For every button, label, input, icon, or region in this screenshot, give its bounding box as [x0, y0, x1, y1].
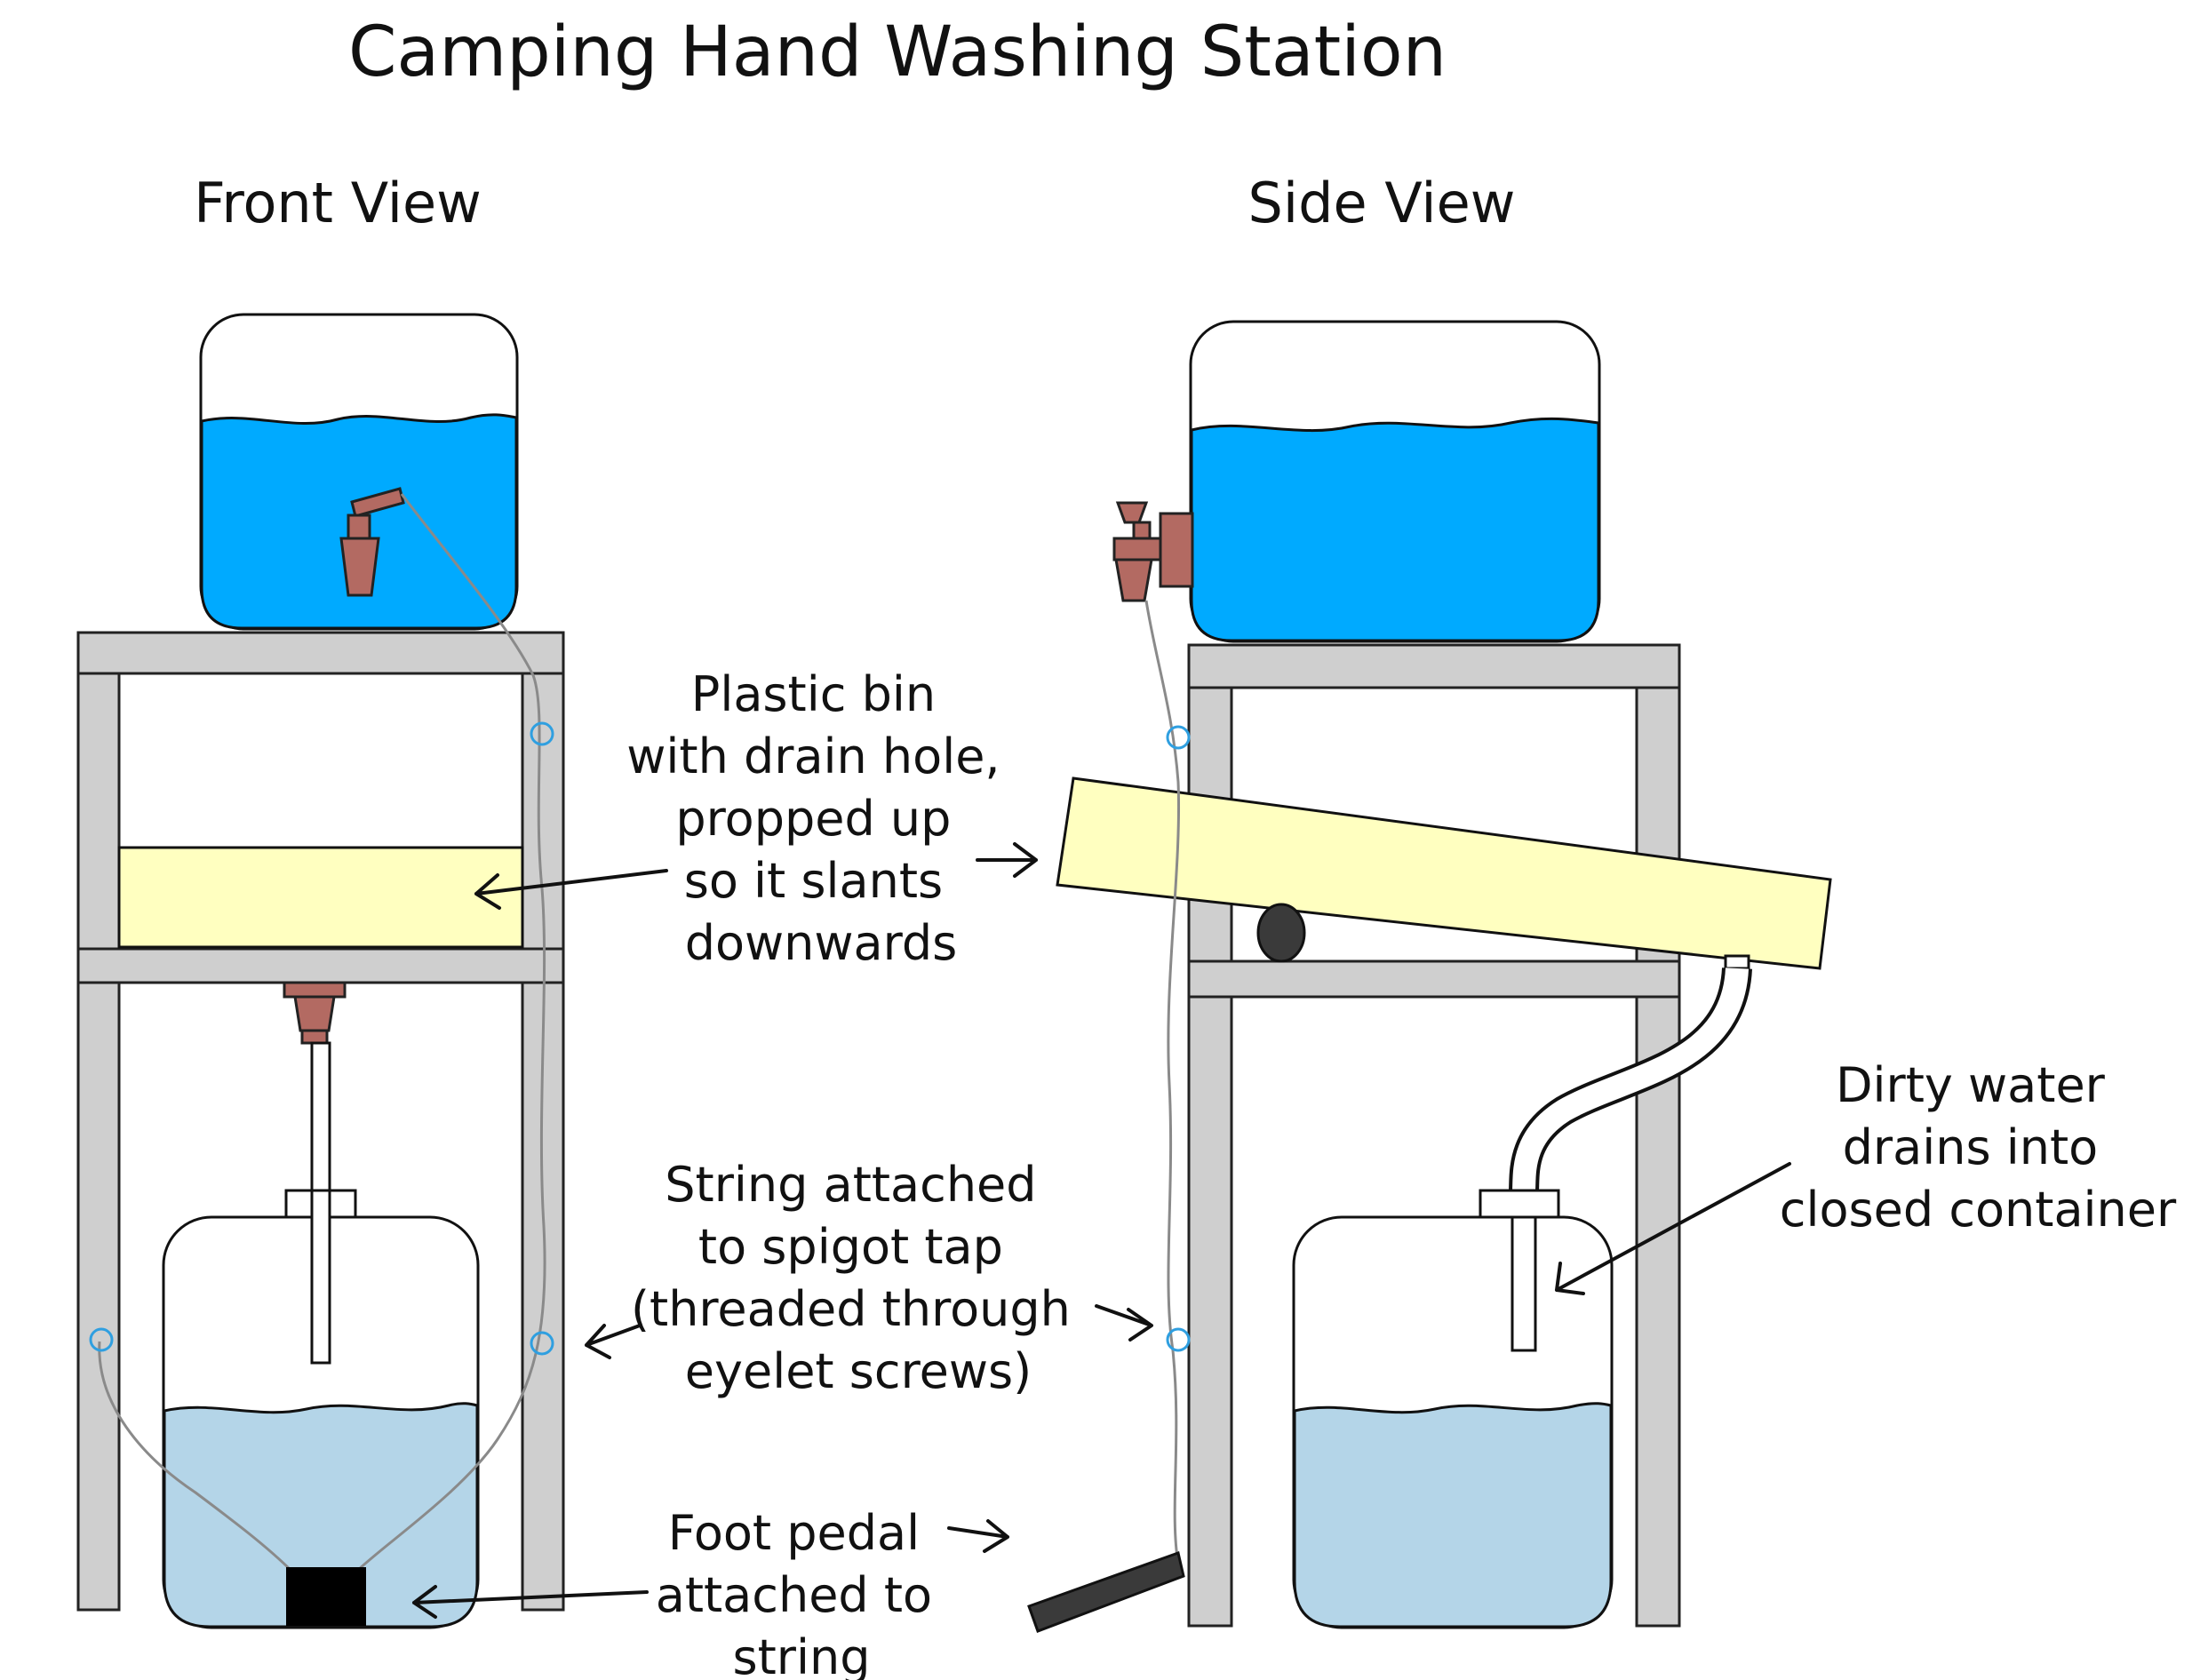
side-eyelet-lower: [1166, 1327, 1191, 1352]
side-top-water-jug: [1189, 320, 1601, 643]
side-view: [1027, 320, 1832, 1633]
side-foot-pedal: [1027, 1551, 1185, 1633]
front-plastic-bin: [117, 846, 524, 949]
label-plastic-bin-line-3: propped up: [675, 791, 951, 847]
arrow-string-side: [1095, 1304, 1153, 1342]
front-eyelet-lower-left: [89, 1327, 114, 1352]
side-string: [1144, 600, 1181, 1565]
side-plastic-bin: [1056, 776, 1832, 970]
front-string-right: [354, 493, 546, 1574]
arrow-string-front: [585, 1324, 642, 1359]
label-dirty-water-line-1: Dirty water: [1836, 1057, 2106, 1113]
label-dirty-water-line-2: drains into: [1843, 1119, 2099, 1175]
svg-text:String attached to spigo: String attached to spigot tap (threaded …: [631, 1157, 1086, 1399]
annotation-string: String attached to spigot tap (threaded …: [585, 1157, 1153, 1399]
front-eyelet-upper-right: [530, 721, 554, 746]
side-lower-container: [1292, 1189, 1614, 1629]
arrow-dirty-water: [1555, 1162, 1791, 1295]
front-string-left: [98, 1341, 295, 1574]
diagram-title: Camping Hand Washing Station: [348, 12, 1447, 92]
front-dirty-water: [163, 1402, 479, 1628]
side-eyelet-upper: [1166, 725, 1191, 750]
label-foot-pedal-line-3: string: [732, 1629, 870, 1680]
svg-text:Foot pedal attached to: Foot pedal attached to string: [656, 1505, 948, 1680]
svg-text:Plastic bin with drain h: Plastic bin with drain hole, propped up …: [626, 666, 1016, 971]
label-plastic-bin-line-2: with drain hole,: [626, 729, 1000, 784]
front-view: [76, 313, 565, 1629]
label-dirty-water-line-3: closed container: [1780, 1182, 2177, 1238]
label-plastic-bin-line-4: so it slants: [684, 853, 943, 909]
arrow-foot-pedal-side: [947, 1519, 1009, 1553]
front-spigot-tap: [339, 487, 405, 597]
side-drain-hose: [1509, 954, 1752, 1350]
front-foot-pedal: [286, 1567, 366, 1626]
front-eyelet-lower-right: [530, 1331, 554, 1356]
label-plastic-bin-line-5: downwards: [685, 915, 958, 971]
label-foot-pedal-line-1: Foot pedal: [668, 1505, 920, 1561]
label-string-line-3: (threaded through: [631, 1281, 1071, 1337]
label-plastic-bin-line-1: Plastic bin: [691, 666, 936, 722]
front-frame: [76, 631, 565, 1612]
side-dirty-water: [1293, 1402, 1613, 1628]
side-top-clean-water: [1190, 417, 1600, 642]
arrow-foot-pedal-front: [412, 1585, 649, 1619]
label-string-line-2: to spigot tap: [698, 1219, 1003, 1275]
label-string-line-1: String attached: [665, 1157, 1036, 1213]
side-view-heading: Side View: [1248, 171, 1516, 235]
front-view-heading: Front View: [194, 171, 482, 235]
annotation-foot-pedal: Foot pedal attached to string: [412, 1505, 1009, 1680]
svg-text:Dirty water drains into: Dirty water drains into closed container: [1780, 1057, 2177, 1238]
label-foot-pedal-line-2: attached to: [656, 1567, 932, 1623]
annotation-plastic-bin: Plastic bin with drain hole, propped up …: [474, 666, 1038, 971]
arrow-plastic-bin-front: [474, 869, 668, 910]
arrow-plastic-bin-side: [976, 842, 1038, 878]
label-string-line-4: eyelet screws): [685, 1343, 1032, 1399]
annotation-dirty-water: Dirty water drains into closed container: [1555, 1057, 2177, 1295]
side-bin-prop: [1256, 903, 1306, 963]
side-spigot-tap: [1112, 501, 1194, 602]
front-lower-container: [162, 1189, 480, 1629]
